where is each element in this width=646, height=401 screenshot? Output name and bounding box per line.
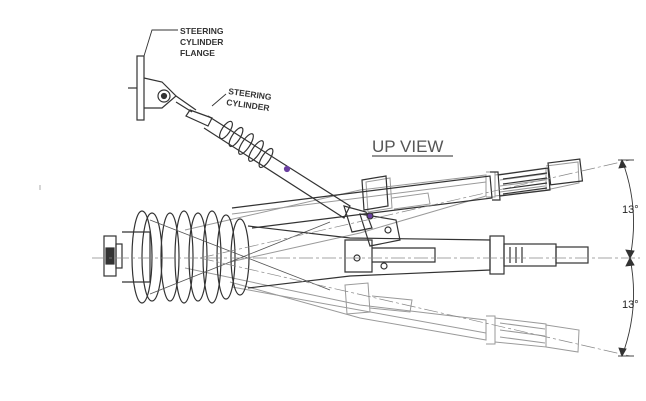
angle-dimensions bbox=[618, 158, 635, 358]
ghost-position-lower bbox=[184, 267, 580, 353]
flange-label-line1: STEERING bbox=[180, 26, 224, 36]
center-lines bbox=[39, 159, 640, 357]
view-title: UP VIEW bbox=[372, 137, 443, 156]
cylinder-pivot-mark bbox=[283, 165, 291, 173]
steering-cylinder-flange bbox=[136, 55, 145, 121]
flange-label-line2: CYLINDER bbox=[180, 37, 223, 47]
leader-lines bbox=[143, 29, 227, 107]
upper-angle-dimension: 13° bbox=[622, 204, 639, 216]
flange-pivot-bolt bbox=[157, 89, 171, 103]
flange-label-line3: FLANGE bbox=[180, 48, 215, 58]
upper-tilted-assembly bbox=[231, 158, 584, 229]
steering-cylinder bbox=[128, 55, 401, 247]
cylinder-boot bbox=[219, 120, 274, 169]
ghost-position-upper bbox=[184, 161, 580, 263]
lower-angle-dimension: 13° bbox=[622, 299, 639, 311]
